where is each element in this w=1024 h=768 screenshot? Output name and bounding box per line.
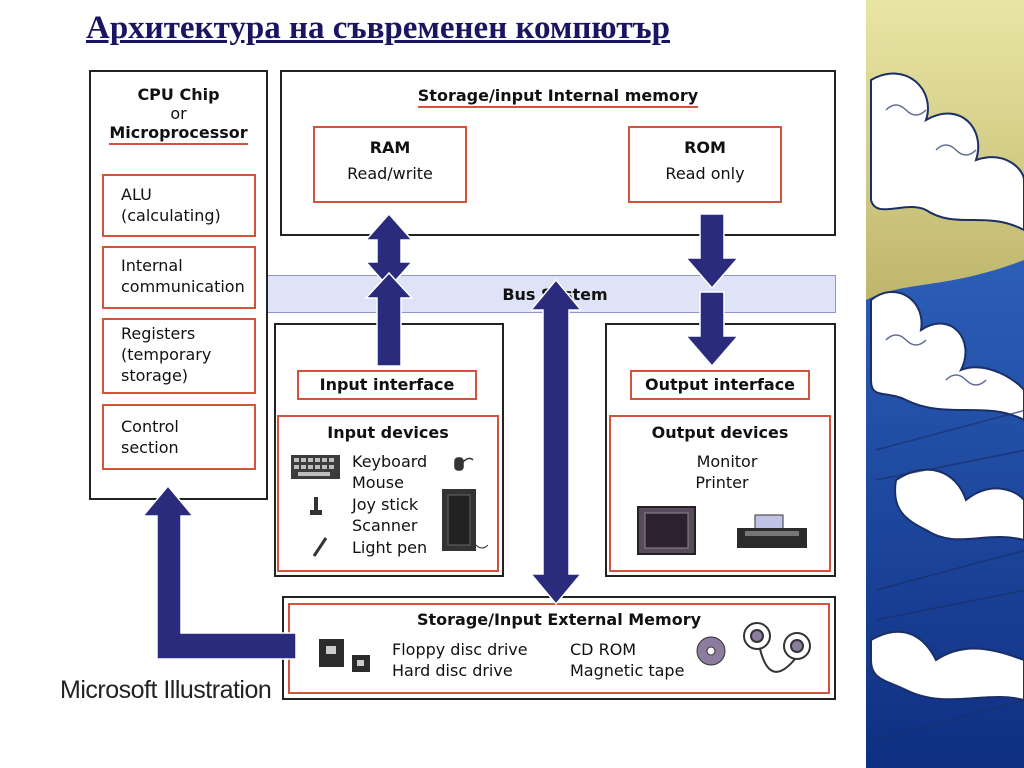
input-interface-label: Input interface	[319, 375, 455, 394]
input-devices-title: Input devices	[327, 423, 449, 442]
input-item-mouse: Mouse	[352, 473, 404, 492]
rom-subtitle: Read only	[665, 164, 745, 183]
control-line2: section	[121, 438, 179, 457]
alu-line1: ALU	[121, 185, 152, 204]
registers-line3: storage)	[121, 366, 189, 385]
internal-communication-box	[102, 246, 256, 309]
control-section-box	[102, 404, 256, 470]
output-devices-title: Output devices	[651, 423, 789, 442]
external-item-cd-rom: CD ROM	[570, 640, 637, 659]
cpu-title-microprocessor: Microprocessor	[109, 123, 248, 145]
bus-system-label: Bus System	[502, 285, 608, 304]
external-item-magnetic-tape: Magnetic tape	[570, 661, 685, 680]
cpu-title-line2: or	[170, 104, 187, 123]
input-interface-box	[297, 370, 477, 400]
wave-decoration	[866, 0, 1024, 768]
alu-line2: (calculating)	[121, 206, 221, 225]
rom-title: ROM	[684, 138, 726, 157]
cpu-title-line1: CPU Chip	[137, 85, 220, 104]
internal-line2: communication	[121, 277, 245, 296]
input-item-light-pen: Light pen	[352, 538, 428, 557]
output-interface-box	[630, 370, 810, 400]
internal-line1: Internal	[121, 256, 183, 275]
bus-external-double-arrow	[529, 278, 583, 606]
registers-line2: (temporary	[121, 345, 212, 364]
control-line1: Control	[121, 417, 179, 436]
output-item-printer: Printer	[695, 473, 749, 492]
alu-box	[102, 174, 256, 237]
internal-memory-title-text: Storage/input Internal memory	[417, 86, 699, 108]
internal-memory-title: Storage/input Internal memory	[280, 85, 836, 108]
rom-box	[628, 126, 782, 203]
external-memory-inner	[288, 603, 830, 694]
external-item-hard-disc: Hard disc drive	[392, 661, 513, 680]
external-item-floppy: Floppy disc drive	[392, 640, 528, 659]
input-item-scanner: Scanner	[352, 516, 418, 535]
input-item-keyboard: Keyboard	[352, 452, 428, 471]
cpu-title-line3: Microprocessor	[89, 122, 268, 145]
slide-title: Архитектура на съвременен компютър	[86, 10, 670, 46]
ram-subtitle: Read/write	[347, 164, 433, 183]
registers-line1: Registers	[121, 324, 196, 343]
credit-text: Microsoft Illustration	[60, 676, 272, 704]
input-item-joystick: Joy stick	[352, 495, 419, 514]
registers-box	[102, 318, 256, 394]
output-item-monitor: Monitor	[696, 452, 758, 471]
ram-box	[313, 126, 467, 203]
external-memory-title: Storage/Input External Memory	[416, 610, 702, 629]
ram-title: RAM	[369, 138, 411, 157]
output-interface-label: Output interface	[644, 375, 796, 394]
